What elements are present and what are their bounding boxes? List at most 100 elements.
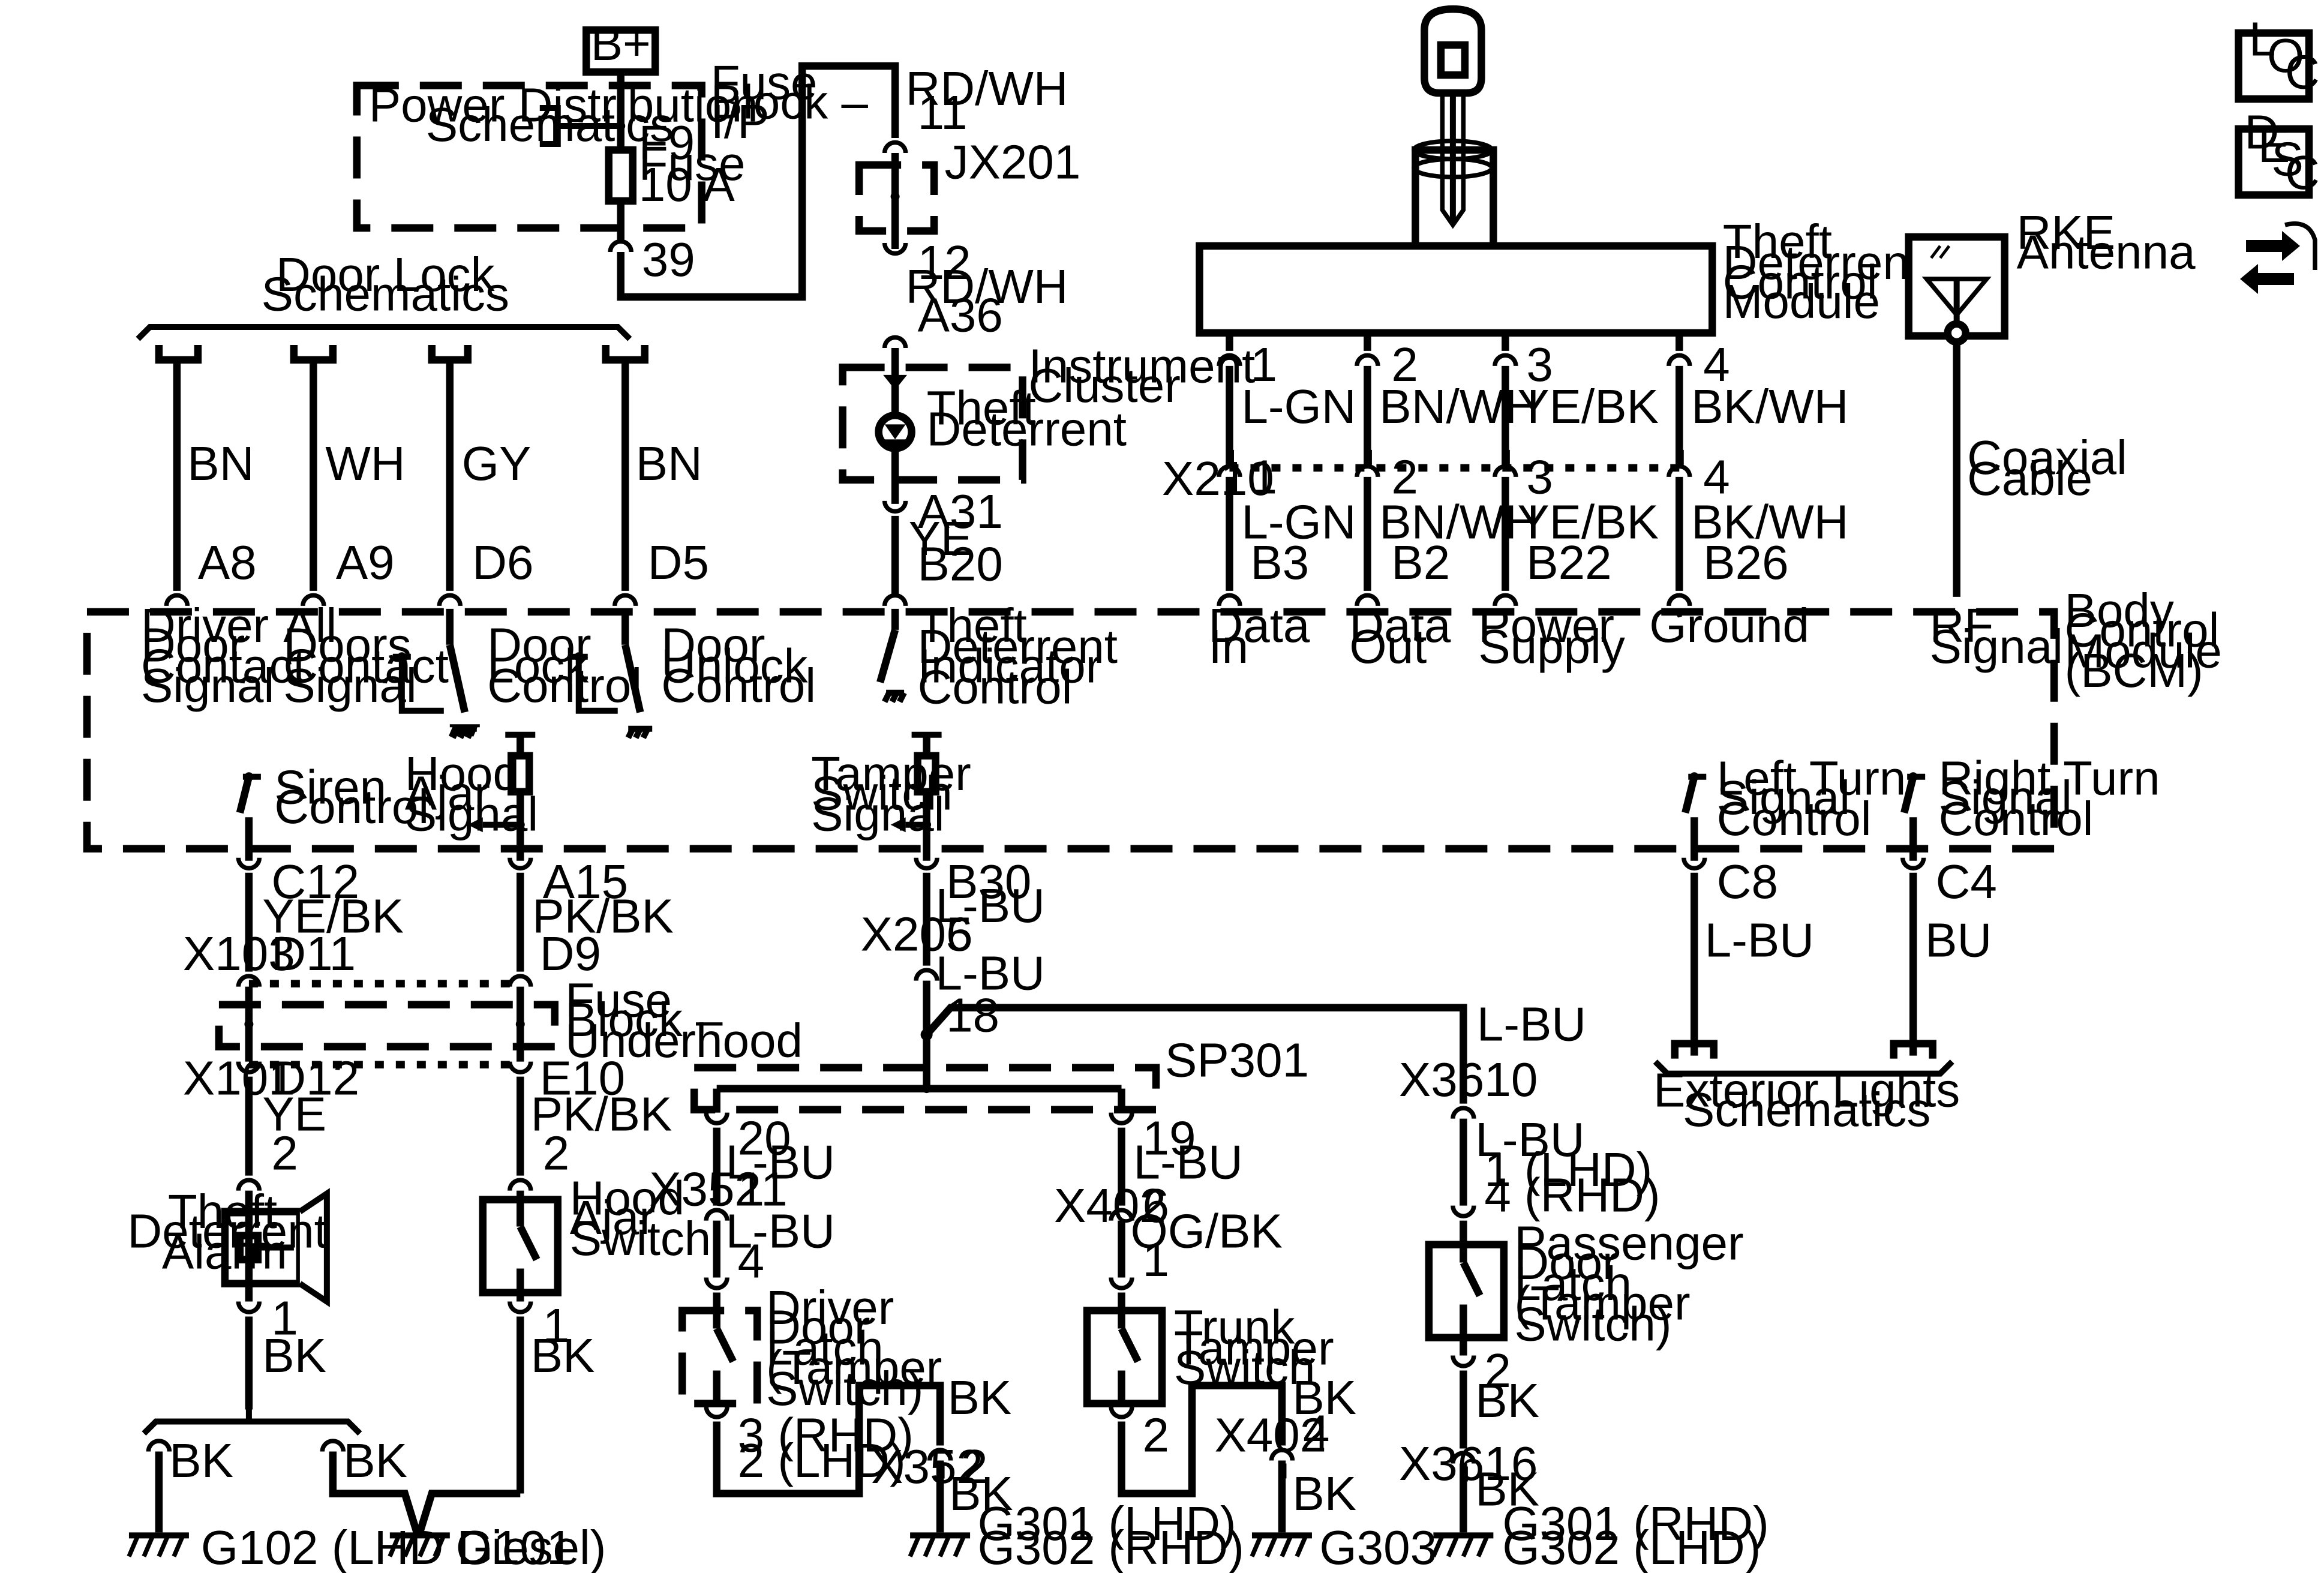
svg-text:Antenna: Antenna [2017, 225, 2196, 278]
svg-text:Latch: Latch [1514, 1257, 1632, 1310]
svg-text:G101: G101 [456, 1521, 574, 1573]
svg-text:2: 2 [271, 1127, 298, 1180]
svg-text:Fuse: Fuse [639, 137, 746, 190]
svg-text:Doors: Doors [283, 618, 411, 671]
fuse-block-underhood-outline [215, 1001, 559, 1050]
svg-text:BK: BK [948, 1371, 1012, 1424]
svg-text:Body: Body [2065, 584, 2174, 637]
svg-text:In: In [1208, 620, 1248, 673]
svg-text:Control: Control [1723, 255, 1878, 308]
svg-text:BK: BK [1475, 1374, 1539, 1427]
svg-text:G303: G303 [1319, 1521, 1437, 1573]
bplus-box: B+ [582, 17, 659, 76]
svg-text:4: 4 [1703, 450, 1730, 503]
svg-text:F9: F9 [639, 116, 695, 169]
tdcm-wire-3: 3 YE/BK 3 YE/BK B22 Power Supply [1478, 332, 1659, 673]
svg-text:BK: BK [1292, 1467, 1356, 1520]
svg-text:B22: B22 [1526, 536, 1611, 589]
svg-text:1: 1 [1250, 450, 1277, 503]
svg-text:Switch): Switch) [1514, 1298, 1671, 1351]
svg-text:Passenger: Passenger [1514, 1217, 1743, 1270]
svg-text:RD/WH: RD/WH [906, 260, 1068, 313]
svg-text:1: 1 [271, 1292, 298, 1345]
svg-text:Deterrent: Deterrent [1723, 236, 1923, 289]
svg-text:Signal: Signal [811, 788, 944, 841]
svg-text:6: 6 [946, 908, 972, 961]
body-control-module-outline [83, 608, 2058, 852]
svg-text:X101: X101 [183, 1052, 295, 1105]
svg-text:12: 12 [918, 236, 971, 289]
svg-text:D: D [2245, 106, 2280, 159]
connector-swap-icon[interactable] [2240, 221, 2317, 294]
svg-text:A15: A15 [543, 855, 628, 908]
svg-text:Lock: Lock [487, 639, 589, 692]
svg-text:L-BU: L-BU [936, 947, 1045, 1000]
svg-text:3: 3 [1526, 338, 1553, 391]
svg-text:Schematics: Schematics [1683, 1083, 1930, 1136]
svg-text:6: 6 [1143, 1179, 1169, 1232]
svg-text:Latch: Latch [766, 1322, 884, 1375]
svg-text:RF: RF [1930, 599, 1994, 652]
svg-text:Unlock: Unlock [661, 639, 808, 692]
svg-text:4 (RHD): 4 (RHD) [1484, 1169, 1660, 1222]
svg-text:Ajar: Ajar [405, 767, 490, 820]
svg-text:X402: X402 [1054, 1179, 1166, 1232]
svg-text:S: S [2272, 133, 2304, 186]
svg-text:Alarm: Alarm [162, 1226, 287, 1279]
svg-text:BU: BU [1925, 914, 1992, 967]
svg-text:BK: BK [343, 1434, 407, 1487]
svg-text:L: L [2249, 13, 2275, 66]
svg-text:Block –: Block – [565, 993, 723, 1046]
svg-text:4: 4 [1703, 338, 1730, 391]
svg-text:1: 1 [543, 1299, 569, 1352]
svg-text:(BCM): (BCM) [2065, 644, 2203, 697]
svg-text:C4: C4 [1936, 855, 1997, 908]
svg-text:BK: BK [262, 1329, 326, 1382]
svg-text:X361: X361 [1399, 1437, 1511, 1490]
svg-text:JX201: JX201 [945, 136, 1081, 189]
svg-text:B20: B20 [918, 537, 1003, 590]
svg-text:Signal: Signal [141, 659, 274, 712]
door-wire-driver: BN A8 Driver Door Contact Signal [141, 344, 307, 712]
ground-g101: BK G101 [322, 1434, 573, 1573]
svg-text:Deterrent: Deterrent [127, 1205, 327, 1258]
location-icon[interactable]: L O C [2235, 13, 2320, 103]
svg-text:A8: A8 [198, 536, 257, 589]
svg-text:Signal: Signal [1939, 771, 2072, 824]
svg-text:BK: BK [1292, 1371, 1356, 1424]
svg-text:All: All [283, 599, 337, 652]
svg-text:Signal: Signal [1930, 620, 2063, 673]
svg-text:1: 1 [1250, 338, 1277, 391]
svg-text:B+: B+ [591, 17, 651, 70]
svg-text:RKE: RKE [2017, 206, 2115, 259]
svg-text:B30: B30 [946, 855, 1031, 908]
svg-text:Out: Out [1349, 620, 1427, 673]
svg-text:Cable: Cable [1967, 452, 2092, 505]
svg-text:Control: Control [274, 780, 429, 833]
svg-text:Fuse: Fuse [565, 974, 672, 1027]
svg-text:D6: D6 [472, 536, 533, 589]
svg-text:Cluster: Cluster [1029, 359, 1181, 412]
svg-text:Left Turn: Left Turn [1717, 752, 1906, 805]
svg-text:Deterrent: Deterrent [927, 402, 1127, 455]
svg-text:BN: BN [187, 437, 254, 490]
description-icon[interactable]: D E S C [2235, 106, 2320, 199]
svg-text:16: 16 [1484, 1437, 1538, 1490]
svg-text:20: 20 [738, 1112, 791, 1165]
svg-text:Underhood: Underhood [565, 1014, 803, 1067]
svg-text:PK/BK: PK/BK [531, 1088, 672, 1141]
svg-text:X205: X205 [861, 908, 973, 961]
svg-text:2: 2 [1484, 1344, 1511, 1397]
svg-text:Supply: Supply [1478, 620, 1625, 673]
svg-text:Driver: Driver [141, 599, 269, 652]
svg-text:YE: YE [909, 512, 973, 565]
svg-text:(Tamper: (Tamper [1514, 1277, 1690, 1330]
svg-text:A9: A9 [336, 536, 395, 589]
svg-text:Switch: Switch [570, 1212, 711, 1265]
svg-text:3 (RHD): 3 (RHD) [738, 1408, 914, 1461]
ground-g102: BK G102 (LHD Diesel) [129, 1434, 606, 1573]
tdcm-wire-2: 2 BN/WH 2 BN/WH B2 Data Out [1349, 332, 1539, 673]
svg-text:E: E [2258, 119, 2290, 172]
svg-text:Siren: Siren [274, 761, 386, 814]
svg-text:BK/WH: BK/WH [1691, 495, 1848, 548]
